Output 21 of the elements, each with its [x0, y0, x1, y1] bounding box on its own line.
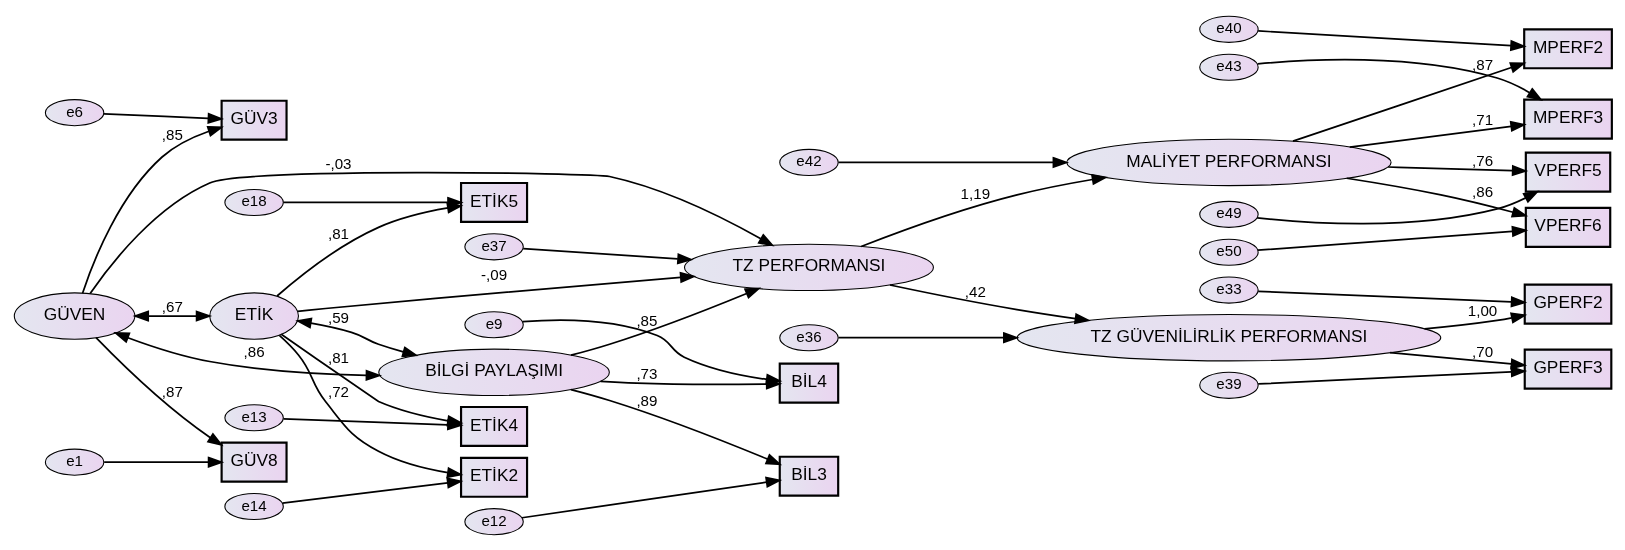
edge-label: ,42: [964, 282, 986, 300]
edge-label: ,87: [1471, 55, 1493, 73]
edge-label: ,81: [327, 224, 349, 242]
edge-label: ,72: [327, 382, 349, 400]
edge-label: ,86: [243, 342, 265, 360]
edge-label: 1,00: [1467, 301, 1497, 319]
edge-label: ,89: [635, 391, 657, 409]
edge-label: ,87: [161, 382, 183, 400]
edge-label: -,09: [480, 265, 507, 282]
edge-label: 1,19: [960, 184, 990, 202]
edge-label: ,76: [1471, 151, 1493, 169]
edge-label: ,70: [1471, 342, 1493, 360]
edge-label: -,03: [324, 154, 352, 172]
edge-label: ,59: [327, 308, 349, 326]
edge-label: ,67: [161, 297, 183, 315]
edge-label: ,85: [161, 125, 183, 143]
edge-label: ,85: [635, 311, 657, 329]
edge-label: ,86: [1471, 182, 1493, 200]
edge-label: ,81: [327, 348, 349, 366]
edge-label: ,73: [635, 364, 657, 382]
edge-label: ,71: [1471, 110, 1493, 128]
